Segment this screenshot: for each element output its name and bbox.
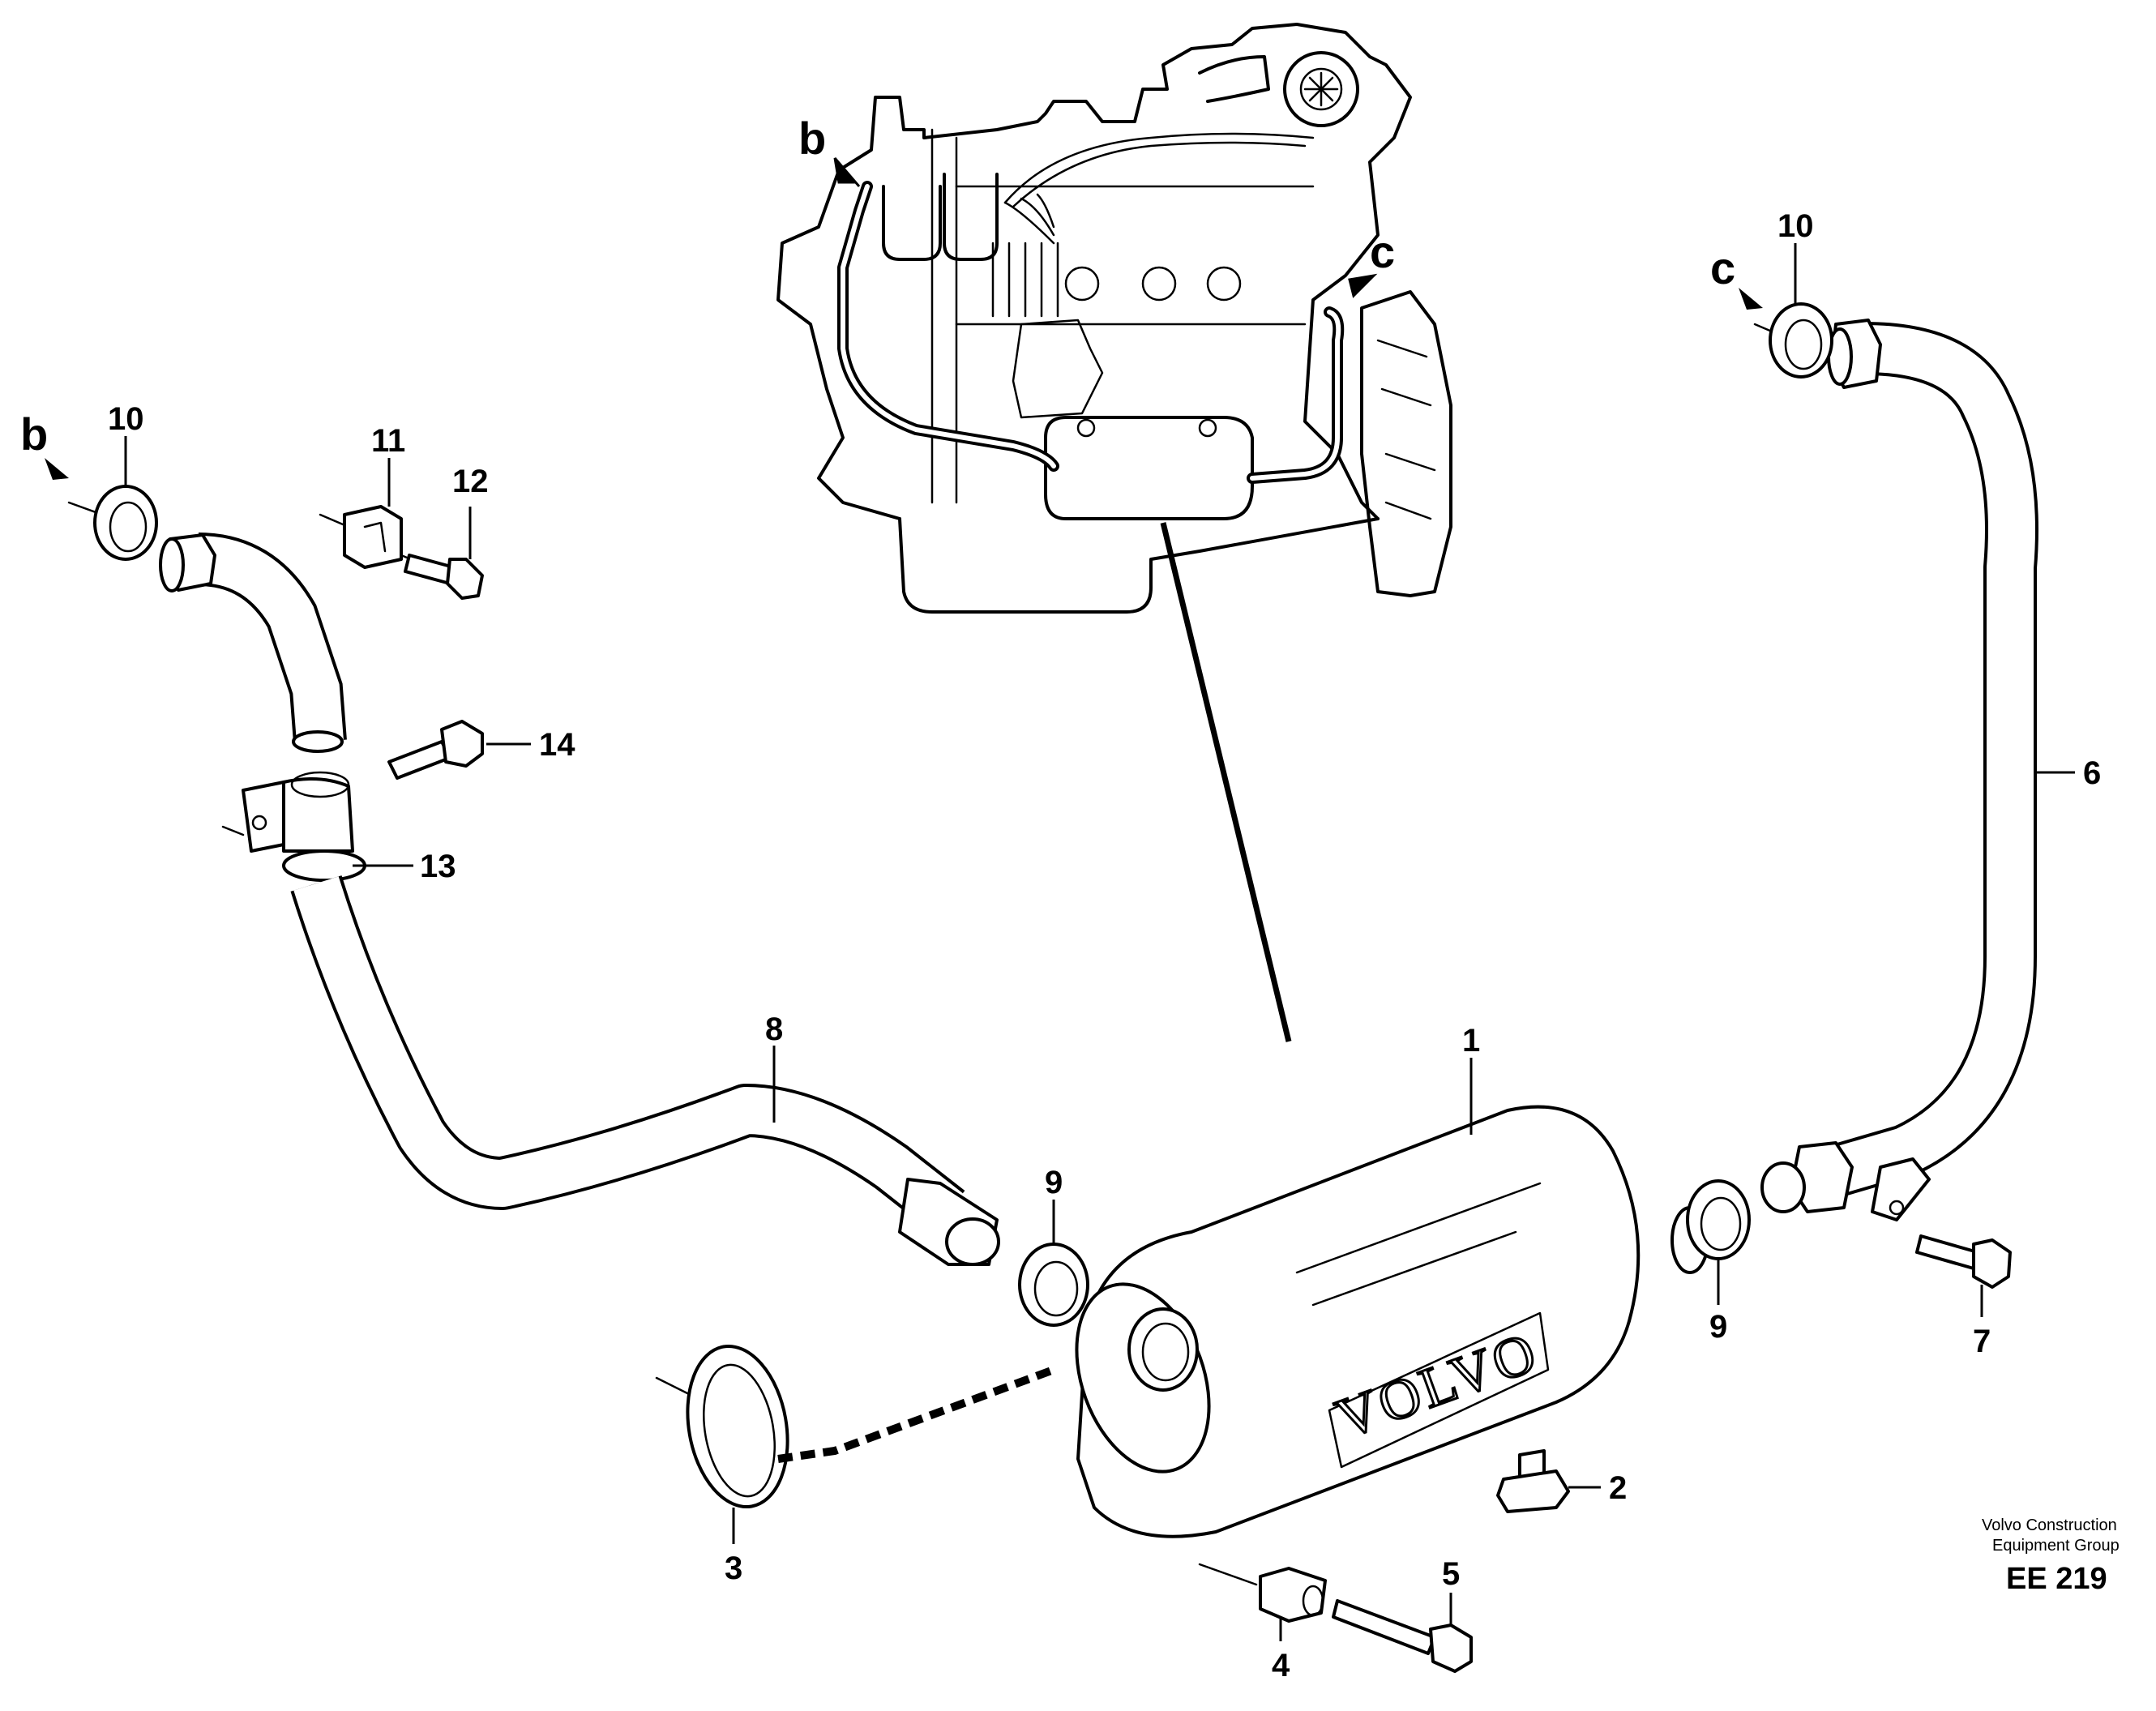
bolt-5 [1332,1599,1473,1673]
pipe-8 [290,875,1000,1266]
left-upper-hose [159,533,347,753]
callout-10-left: 10 [108,401,144,437]
callout-12: 12 [452,464,489,499]
detail-pointer-line [1160,522,1292,1042]
callout-7: 7 [1973,1324,1991,1359]
footer-line-2: Equipment Group [1992,1537,2120,1555]
callout-14: 14 [539,727,575,763]
footer-credit: Volvo Construction Equipment Group EE 21… [1982,1516,2120,1596]
callout-13: 13 [420,849,456,884]
arrow-c-engine-icon [1348,273,1378,298]
view-marker-c-right: c [1710,242,1735,293]
view-marker-b-engine: b [798,113,826,164]
callout-5: 5 [1442,1556,1460,1592]
callout-1: 1 [1462,1023,1480,1059]
seal-10-left [67,485,158,561]
pipe-6 [1760,319,2038,1221]
arrow-b-engine-icon [833,157,861,187]
gasket-3 [655,1344,1055,1509]
callout-9-right: 9 [1709,1309,1727,1345]
callout-6: 6 [2083,755,2101,791]
bolt-14 [387,720,484,780]
arrow-b-left-icon [45,458,69,480]
bracket-4 [1198,1563,1327,1623]
footer-line-1: Volvo Construction [1982,1516,2117,1534]
drain-plug-2 [1496,1449,1570,1513]
callouts: 10 11 12 14 13 8 9 1 2 3 4 5 10 6 9 7 [108,208,2101,1683]
callout-10-right: 10 [1777,208,1814,244]
leader-lines [124,243,2075,1641]
seal-10-right [1753,302,1833,379]
seal-9-right [1686,1179,1751,1260]
callout-4: 4 [1272,1648,1290,1683]
arrow-c-right-icon [1739,288,1763,310]
engine-overview [776,23,1452,614]
footer-code: EE 219 [2006,1562,2107,1596]
callout-9-left: 9 [1045,1165,1063,1200]
view-marker-c-engine: c [1370,226,1395,277]
clamp-13 [221,771,366,882]
seal-9-left [1018,1243,1089,1327]
callout-11: 11 [371,423,405,459]
view-marker-b-left: b [20,409,48,460]
callout-3: 3 [725,1551,742,1586]
clip-11 [319,505,403,569]
callout-2: 2 [1609,1470,1627,1506]
callout-8: 8 [765,1012,783,1047]
bolt-7 [1915,1234,2012,1289]
bolt-12 [400,554,484,600]
